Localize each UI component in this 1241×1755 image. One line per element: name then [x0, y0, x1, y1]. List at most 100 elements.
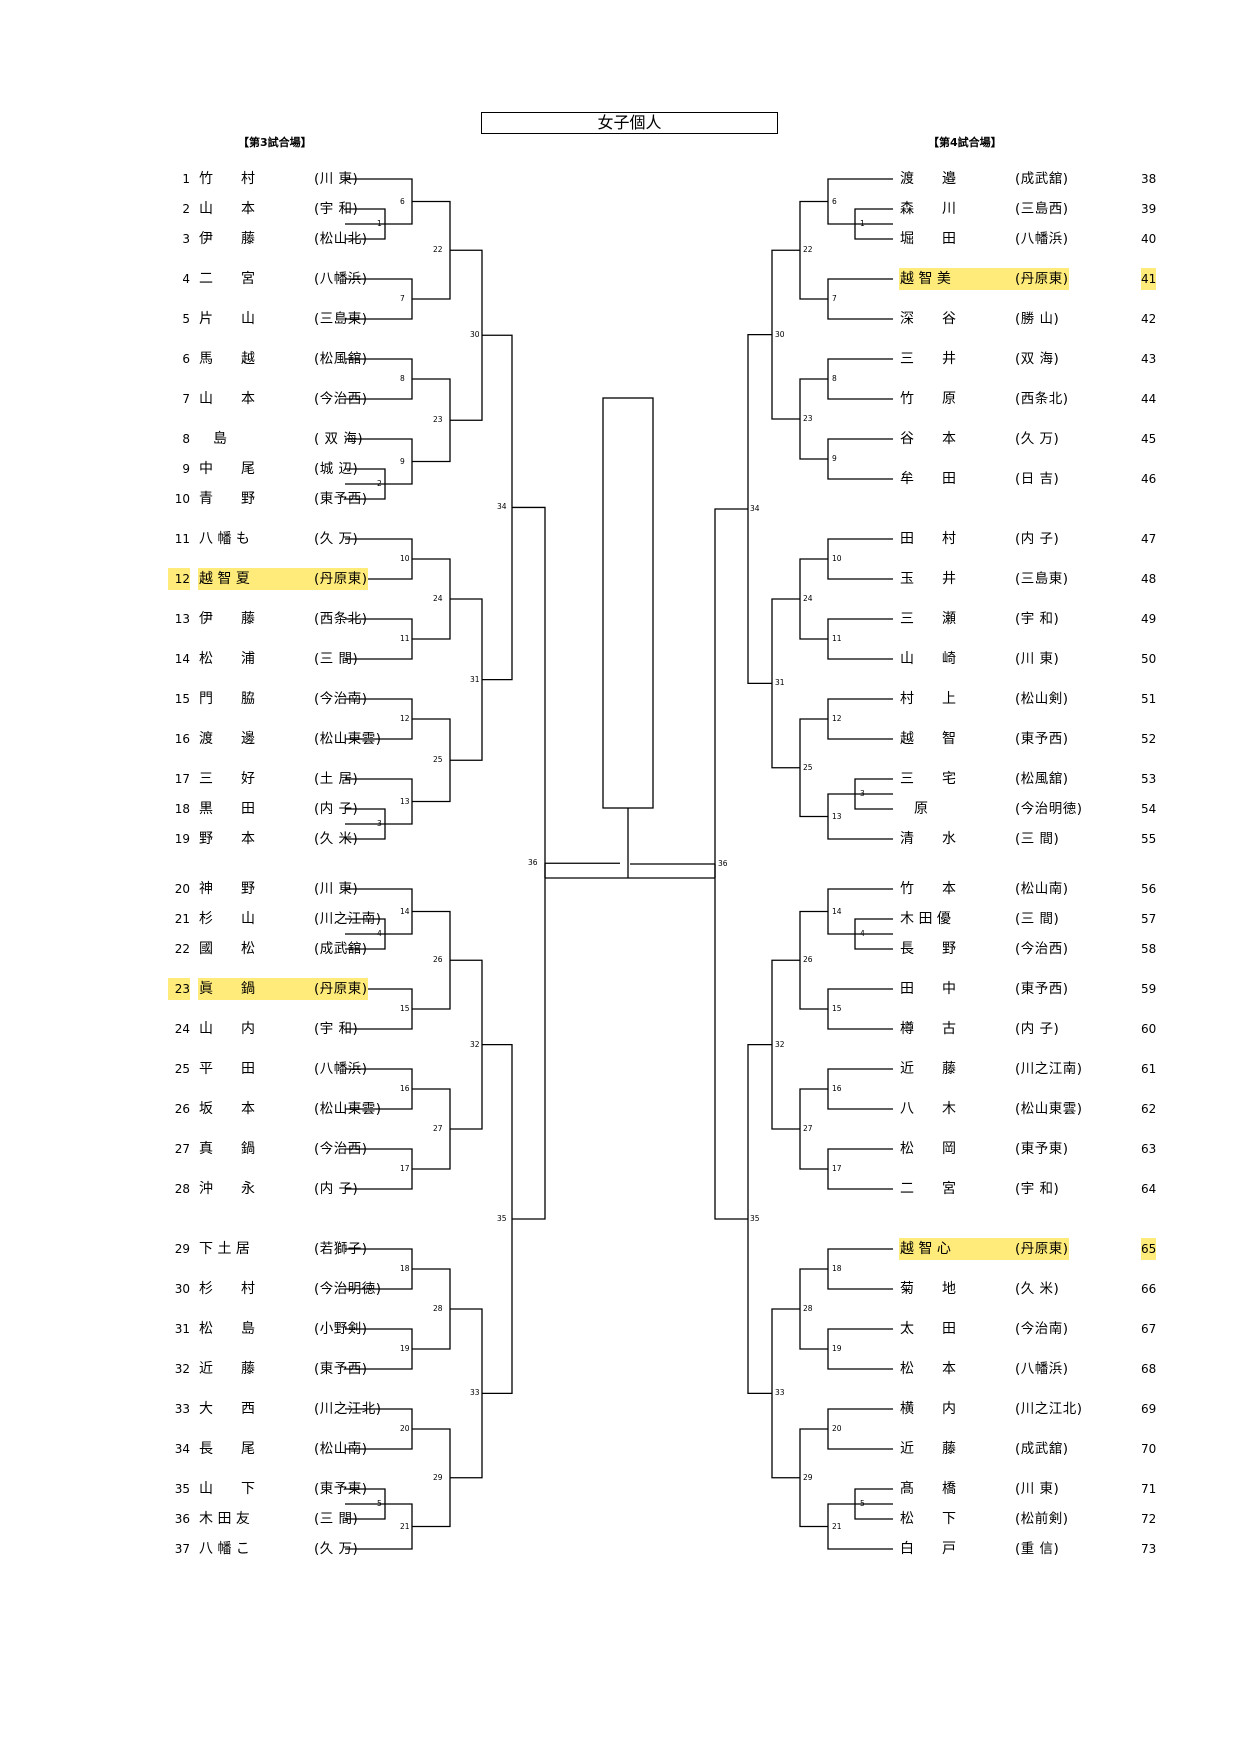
school-name: (三 間): [314, 651, 359, 667]
left-match-33: 33: [470, 1388, 480, 1398]
school-name: (久 万): [314, 1541, 359, 1557]
school-name: (内 子): [314, 1181, 359, 1197]
right-match-6: 6: [832, 196, 837, 206]
left-match-31: 31: [470, 674, 480, 684]
left-match-7: 7: [400, 294, 405, 303]
entry-number: 38: [1141, 172, 1157, 186]
school-name: (三島東): [314, 311, 368, 327]
bracket-line-63: [412, 1088, 451, 1170]
entry-number: 45: [1141, 432, 1157, 446]
player-name: 青 野: [199, 491, 255, 507]
school-name: (重 信): [1015, 1541, 1060, 1557]
entry-number: 23: [168, 978, 190, 1000]
right-match-16: 16: [832, 1084, 842, 1093]
player-name: 山 内: [199, 1021, 255, 1037]
entry-number: 15: [174, 692, 190, 706]
entry-number: 66: [1141, 1282, 1157, 1296]
school-name: (今治南): [1015, 1321, 1069, 1337]
entry-number: 57: [1141, 912, 1157, 926]
entry-number: 60: [1141, 1022, 1157, 1036]
player-name: 八 幡 も: [199, 531, 250, 547]
school-name: (松前剣): [1015, 1511, 1069, 1527]
school-name: (東予西): [314, 1361, 368, 1377]
right-match-7: 7: [832, 294, 837, 303]
right-match-31: 31: [775, 678, 785, 688]
left-match-24: 24: [433, 594, 443, 603]
player-name: 三 好: [199, 771, 255, 787]
player-name: 眞 鍋: [198, 978, 316, 1000]
left-match-10: 10: [400, 554, 410, 563]
player-name: 竹 本: [900, 881, 956, 897]
entry-number: 4: [182, 272, 190, 286]
left-match-4: 4: [377, 929, 382, 938]
right-match-14: 14: [832, 906, 842, 916]
school-name: (川之江北): [314, 1401, 382, 1417]
bracket-line-60: [412, 558, 451, 640]
entry-number: 56: [1141, 882, 1157, 896]
school-name: (三島西): [1015, 201, 1069, 217]
entry-number: 63: [1141, 1142, 1157, 1156]
school-name: (宇 和): [1015, 1181, 1060, 1197]
entry-number: 14: [174, 652, 190, 666]
school-name: (東予東): [1015, 1141, 1069, 1157]
entry-number: 72: [1141, 1512, 1157, 1526]
school-name: (今治西): [1015, 941, 1069, 957]
left-match-26: 26: [433, 955, 443, 965]
entry-number: 10: [174, 492, 190, 506]
left-match-3: 3: [377, 819, 382, 828]
entry-number: 28: [174, 1182, 190, 1196]
school-name: (川 東): [1015, 651, 1060, 667]
player-name: 山 本: [199, 391, 255, 407]
right-match-32: 32: [775, 1039, 785, 1049]
entry-number: 2: [182, 202, 190, 216]
school-name: (東予西): [314, 491, 368, 507]
player-name: 國 松: [199, 941, 255, 957]
school-name: (松山東雲): [314, 731, 382, 747]
right-match-30: 30: [775, 329, 785, 339]
right-match-17: 17: [832, 1164, 842, 1173]
school-name: (八幡浜): [314, 1061, 368, 1077]
player-name: 渡 邊: [199, 731, 255, 747]
entry-number: 61: [1141, 1062, 1157, 1076]
school-name: (今治西): [314, 391, 368, 407]
school-name: (三島東): [1015, 571, 1069, 587]
player-name: 門 脇: [199, 691, 255, 707]
right-match-4: 4: [860, 929, 865, 938]
player-name: 山 本: [199, 201, 255, 217]
left-match-9: 9: [400, 456, 405, 466]
player-name: 黒 田: [199, 801, 255, 817]
player-name: 山 下: [199, 1481, 255, 1497]
player-name: 木 田 優: [900, 911, 951, 927]
school-name: (八幡浜): [314, 271, 368, 287]
school-name: (久 米): [314, 831, 359, 847]
player-name: 近 藤: [199, 1361, 255, 1377]
right-match-28: 28: [803, 1304, 813, 1313]
entry-number: 53: [1141, 772, 1157, 786]
player-name: 真 鍋: [199, 1141, 255, 1157]
school-name: (松山東雲): [1015, 1101, 1083, 1117]
school-name: (城 辺): [314, 461, 359, 477]
player-name: 伊 藤: [199, 611, 255, 627]
right-match-8: 8: [832, 374, 837, 383]
player-name: 原: [900, 801, 942, 817]
player-name: 堀 田: [900, 231, 956, 247]
school-name: (松風舘): [314, 351, 368, 367]
player-name: 島: [199, 431, 241, 447]
player-name: 白 戸: [900, 1541, 956, 1557]
right-match-3: 3: [860, 789, 865, 798]
entry-number: 39: [1141, 202, 1157, 216]
school-name: (成武舘): [1015, 171, 1069, 187]
entry-number: 67: [1141, 1322, 1157, 1336]
player-name: 松 浦: [199, 651, 255, 667]
right-match-21: 21: [832, 1521, 842, 1531]
player-name: 越 智 心: [899, 1238, 1017, 1260]
right-match-24: 24: [803, 594, 813, 603]
right-match-26: 26: [803, 955, 813, 965]
entry-number: 1: [182, 172, 190, 186]
bracket-line-79: [827, 278, 893, 320]
final-box: [602, 397, 654, 809]
player-name: 長 野: [900, 941, 956, 957]
player-name: 八 木: [900, 1101, 956, 1117]
school-name: (内 子): [314, 801, 359, 817]
